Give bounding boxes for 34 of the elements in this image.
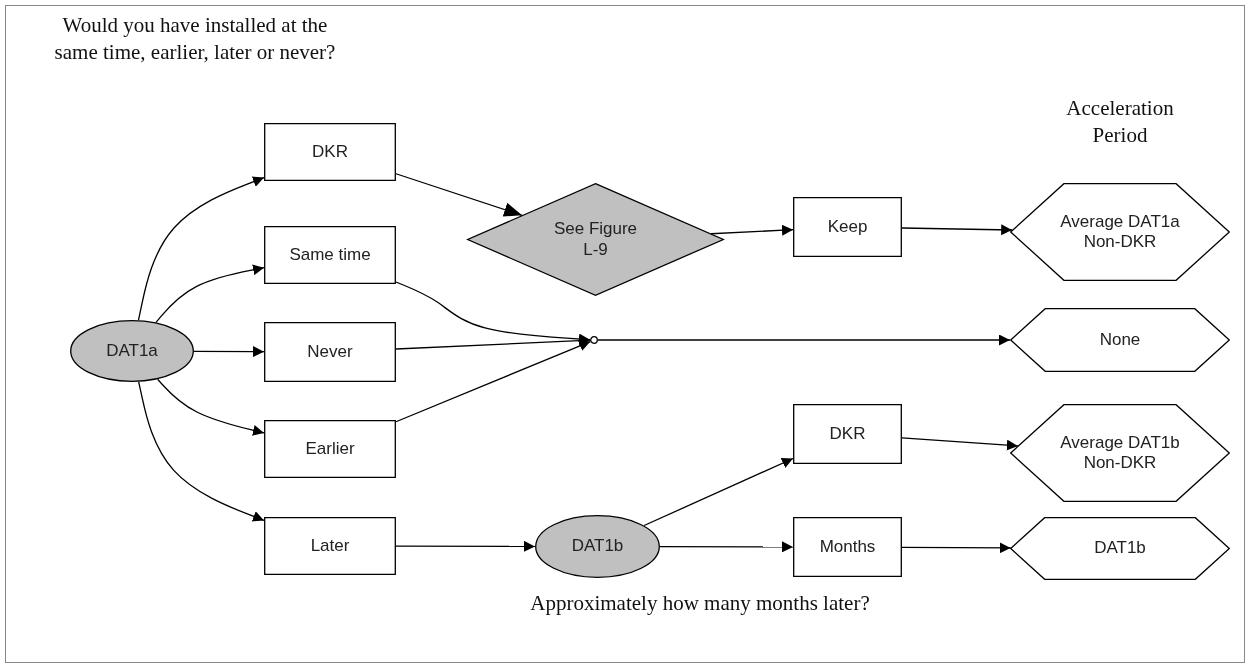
node-label: Keep — [827, 216, 868, 238]
annotation-text: Would you have installed at the same time, earlier, later or never? — [53, 12, 337, 67]
node-label: DAT1a — [106, 340, 158, 362]
arrow — [395, 340, 591, 423]
node-label: DKR — [312, 141, 348, 163]
arrow — [155, 264, 265, 324]
node-label: See Figure L-9 — [552, 219, 639, 260]
node-label: Earlier — [305, 438, 355, 460]
arrow — [901, 437, 1019, 451]
annotation-text: Acceleration Period — [1065, 95, 1175, 150]
arrow — [901, 224, 1013, 236]
arrow — [395, 173, 523, 217]
node-label: Same time — [289, 244, 371, 266]
arrow — [659, 541, 794, 553]
annotation-text: Approximately how many months later? — [529, 590, 871, 617]
node-label: DAT1b — [1094, 538, 1146, 559]
node-label: DAT1b — [571, 536, 624, 557]
arrow — [156, 378, 265, 436]
arrow — [138, 381, 265, 522]
arrow — [597, 334, 1011, 346]
node-label: Average DAT1a Non-DKR — [1059, 211, 1181, 253]
arrow — [710, 224, 794, 236]
arrow — [137, 176, 265, 321]
arrow — [643, 457, 794, 527]
node-label: Average DAT1b Non-DKR — [1059, 432, 1181, 474]
node-label: DKR — [829, 423, 866, 445]
node-label: None — [1099, 329, 1141, 351]
node-label: Months — [819, 536, 876, 558]
node-label: Later — [310, 535, 350, 557]
arrow — [395, 335, 591, 350]
arrow — [193, 346, 265, 358]
arrow — [901, 542, 1012, 554]
arrow — [395, 540, 536, 552]
node-label: Never — [307, 341, 353, 363]
